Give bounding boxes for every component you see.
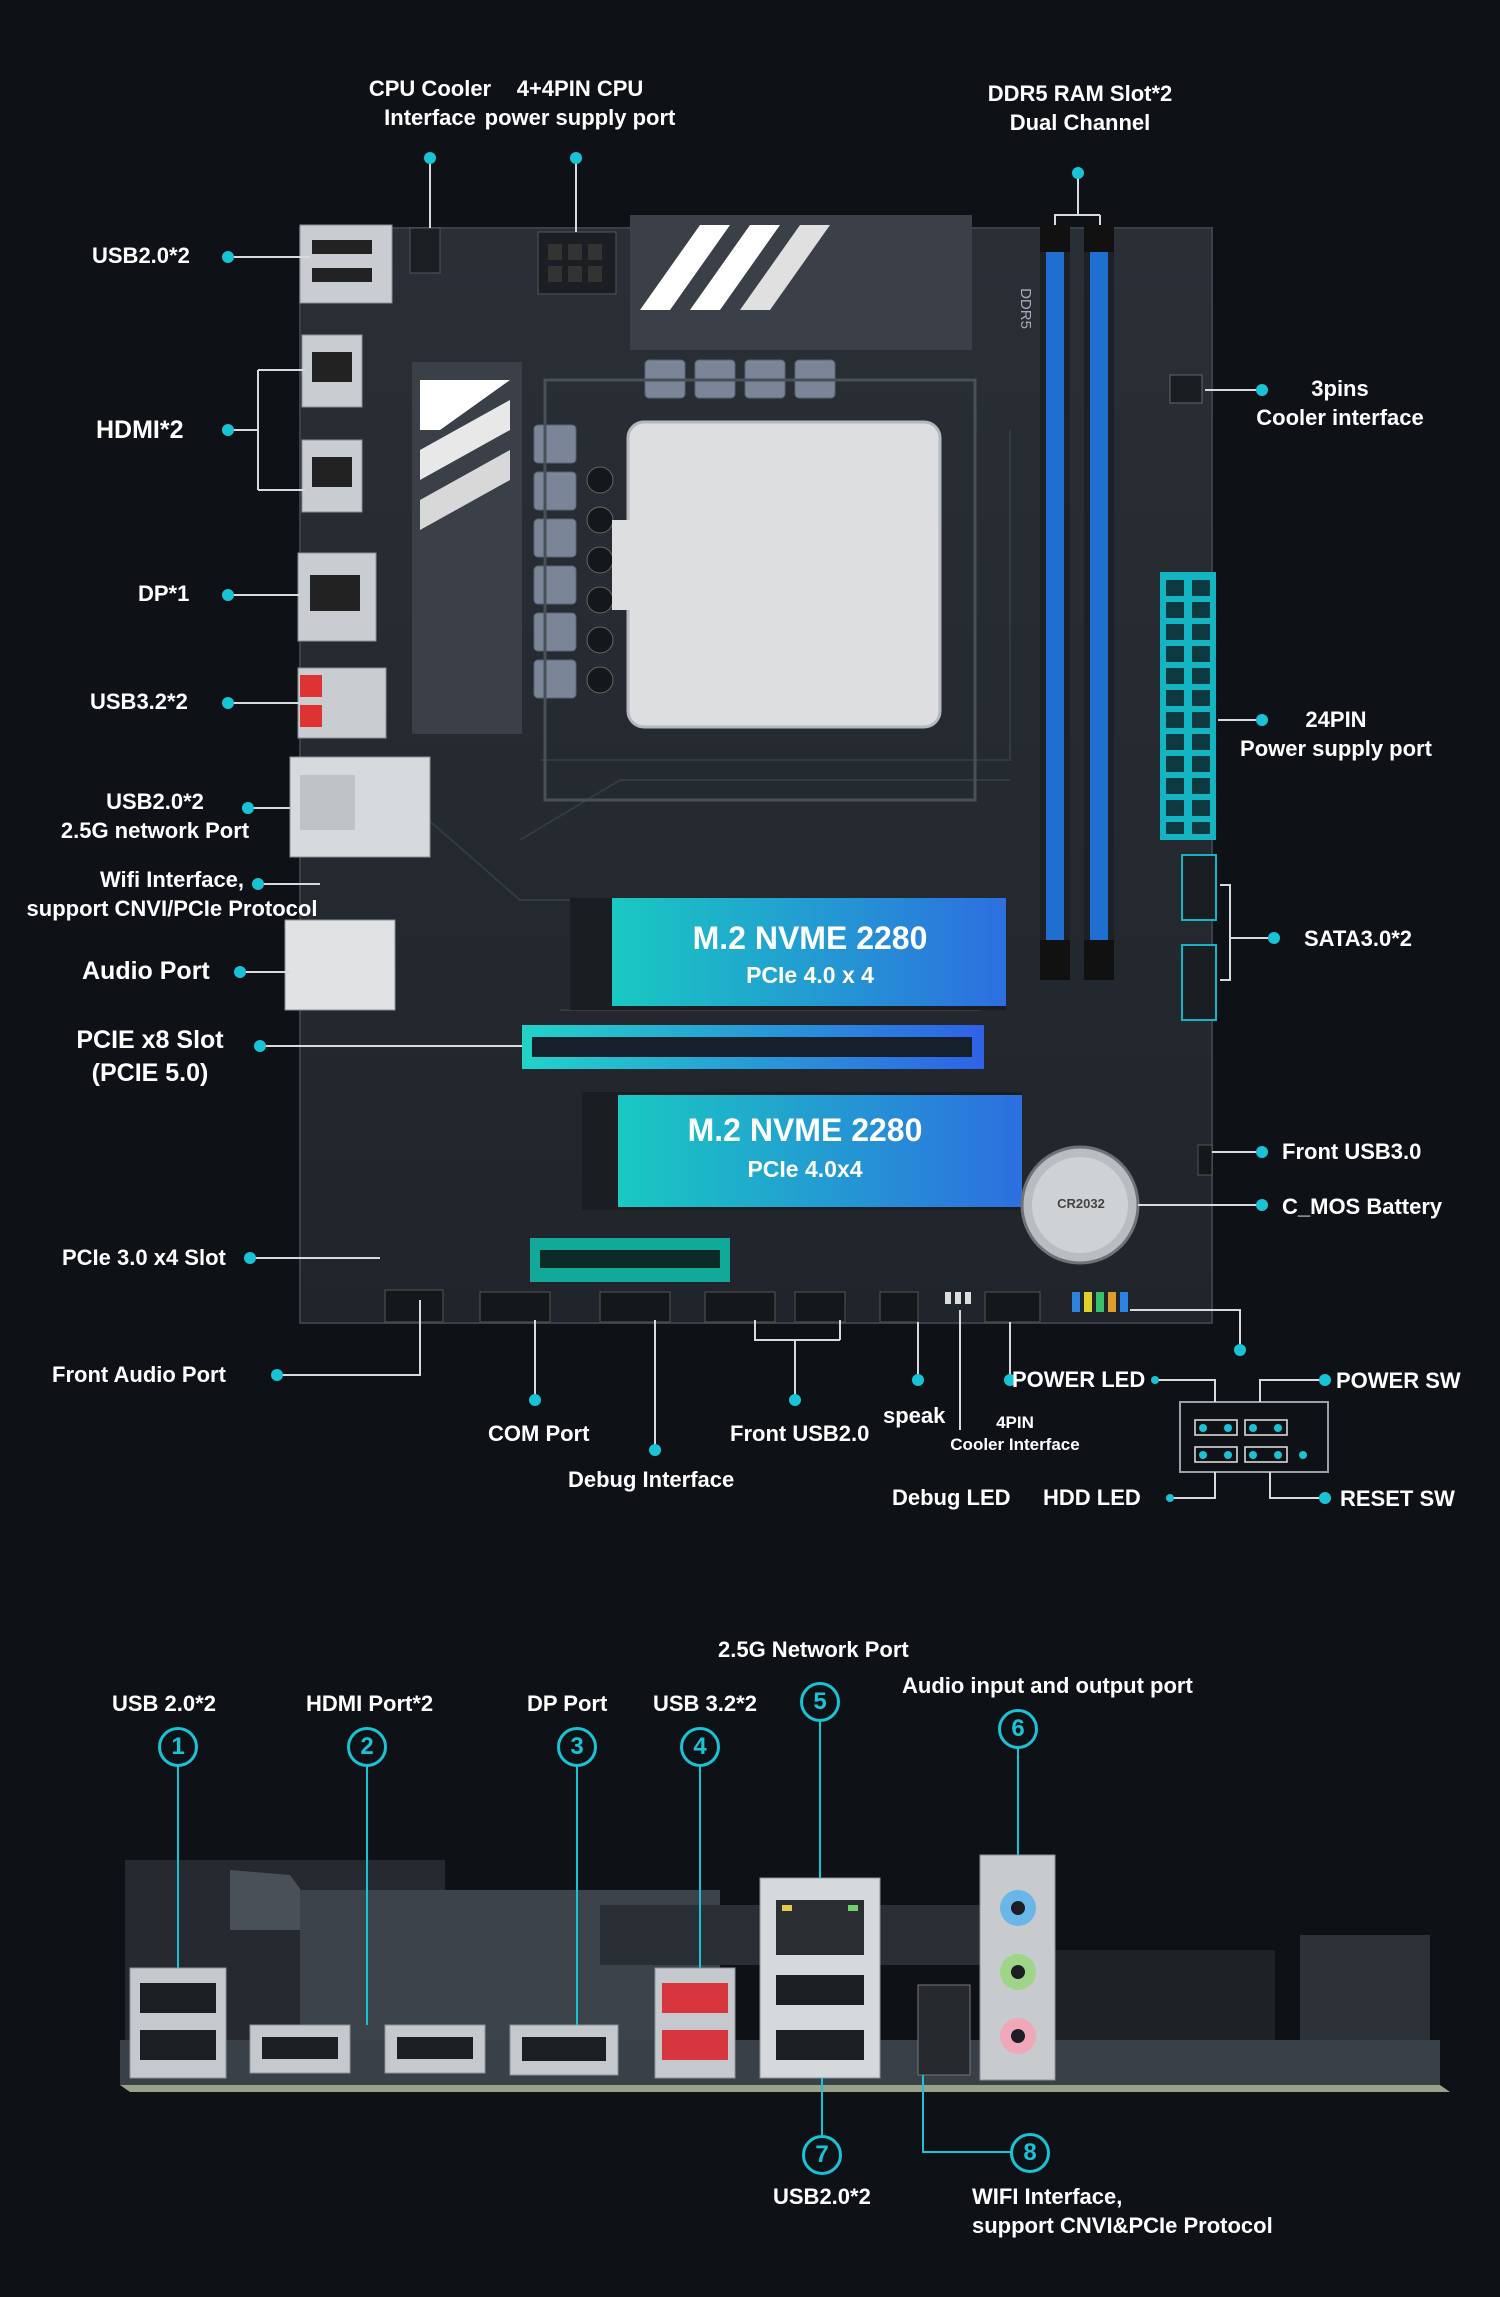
io-lan-usb-stack (759, 1877, 881, 2079)
io-num-5: 5 (800, 1682, 840, 1722)
label-hdmi: HDMI*2 (96, 416, 184, 444)
io-label-usb20-lower: USB2.0*2 (773, 2184, 871, 2209)
io-num-2: 2 (347, 1727, 387, 1767)
m2-top-cover (612, 898, 1006, 1006)
label-com-port: COM Port (488, 1421, 590, 1446)
label-front-usb2: Front USB2.0 (730, 1421, 870, 1446)
label-usb20-top: USB2.0*2 (92, 243, 190, 268)
label-usb32: USB3.2*2 (90, 689, 188, 714)
cpu-socket-frame (543, 378, 977, 802)
m2-top-subtitle: PCIe 4.0 x 4 (746, 962, 874, 988)
fan-4pin-header (984, 1291, 1041, 1323)
io-num-6: 6 (998, 1709, 1038, 1749)
io-usb32-stack (654, 1967, 736, 2079)
speaker-header (879, 1291, 919, 1323)
io-label-audio: Audio input and output port (902, 1673, 1193, 1698)
battery-label: CR2032 (1057, 1196, 1105, 1211)
label-front-audio: Front Audio Port (52, 1362, 226, 1387)
debug-header (599, 1291, 671, 1323)
cpu-cooler-header (409, 227, 441, 274)
io-num-7: 7 (802, 2135, 842, 2175)
label-wifi-interface: Wifi Interface,support CNVI/PCIe Protoco… (26, 867, 318, 921)
com-header (479, 1291, 551, 1323)
io-dp-port (509, 2024, 619, 2076)
label-sata: SATA3.0*2 (1304, 926, 1413, 951)
io-label-usb20: USB 2.0*2 (112, 1691, 216, 1716)
callout-lines (228, 158, 1322, 1499)
debug-leds (945, 1292, 971, 1304)
io-label-hdmi: HDMI Port*2 (306, 1691, 434, 1716)
io-hdmi-ports (249, 2024, 486, 2074)
label-debug-led: Debug LED (892, 1485, 1011, 1510)
io-callout-lines (177, 1718, 1019, 2153)
front-panel-header-pins (1072, 1292, 1128, 1312)
callout-dots (222, 152, 1331, 1504)
cooler-3pin-header (1169, 374, 1203, 404)
ram-slots (1040, 222, 1114, 980)
label-power-led: POWER LED (1012, 1367, 1146, 1392)
io-label-wifi: WIFI Interface,support CNVI&PCIe Protoco… (972, 2184, 1273, 2238)
rear-io-ports (284, 224, 431, 1011)
io-num-4: 4 (680, 1727, 720, 1767)
label-dp: DP*1 (138, 581, 190, 606)
sata-port-1 (1181, 854, 1217, 921)
io-label-dp: DP Port (527, 1691, 608, 1716)
io-label-usb32: USB 3.2*2 (653, 1691, 757, 1716)
label-cmos-battery: C_MOS Battery (1282, 1194, 1443, 1219)
atx-24pin-connector (1160, 572, 1216, 840)
label-power-sw: POWER SW (1336, 1368, 1461, 1393)
io-num-1: 1 (158, 1727, 198, 1767)
m2-bottom-cover (618, 1095, 1022, 1207)
label-audio-port: Audio Port (82, 957, 210, 985)
io-label-lan: 2.5G Network Port (718, 1637, 909, 1662)
label-pcie-x8: PCIE x8 Slot(PCIE 5.0) (76, 1026, 224, 1087)
label-pcie-x4: PCIe 3.0 x4 Slot (62, 1245, 226, 1270)
front-audio-header (384, 1289, 444, 1323)
front-usb3-header (1197, 1144, 1213, 1176)
io-wifi-slot (917, 1984, 971, 2076)
front-panel-diagram (1179, 1401, 1329, 1473)
io-num-8: 8 (1010, 2133, 1050, 2173)
m2-top-title: M.2 NVME 2280 (692, 920, 928, 956)
label-hdd-led: HDD LED (1043, 1485, 1141, 1510)
vrm-heatsink-left (412, 362, 522, 734)
label-front-usb3: Front USB3.0 (1282, 1139, 1422, 1164)
io-usb20-stack (129, 1967, 227, 2079)
m2-bottom-title: M.2 NVME 2280 (687, 1112, 923, 1148)
ddr5-silkscreen: DDR5 (1016, 288, 1034, 329)
label-speak: speak (883, 1403, 946, 1428)
cpu-socket (626, 420, 942, 729)
cpu-power-connector (537, 231, 617, 295)
front-usb2-header-1 (704, 1291, 776, 1323)
m2-bottom-subtitle: PCIe 4.0x4 (747, 1156, 863, 1182)
io-audio-jacks (979, 1854, 1056, 2081)
sata-port-2 (1181, 944, 1217, 1021)
vrm-heatsink-top (630, 215, 972, 350)
label-reset-sw: RESET SW (1340, 1486, 1455, 1511)
label-debug-interface: Debug Interface (568, 1467, 735, 1492)
io-num-3: 3 (557, 1727, 597, 1767)
front-usb2-header-2 (794, 1291, 846, 1323)
